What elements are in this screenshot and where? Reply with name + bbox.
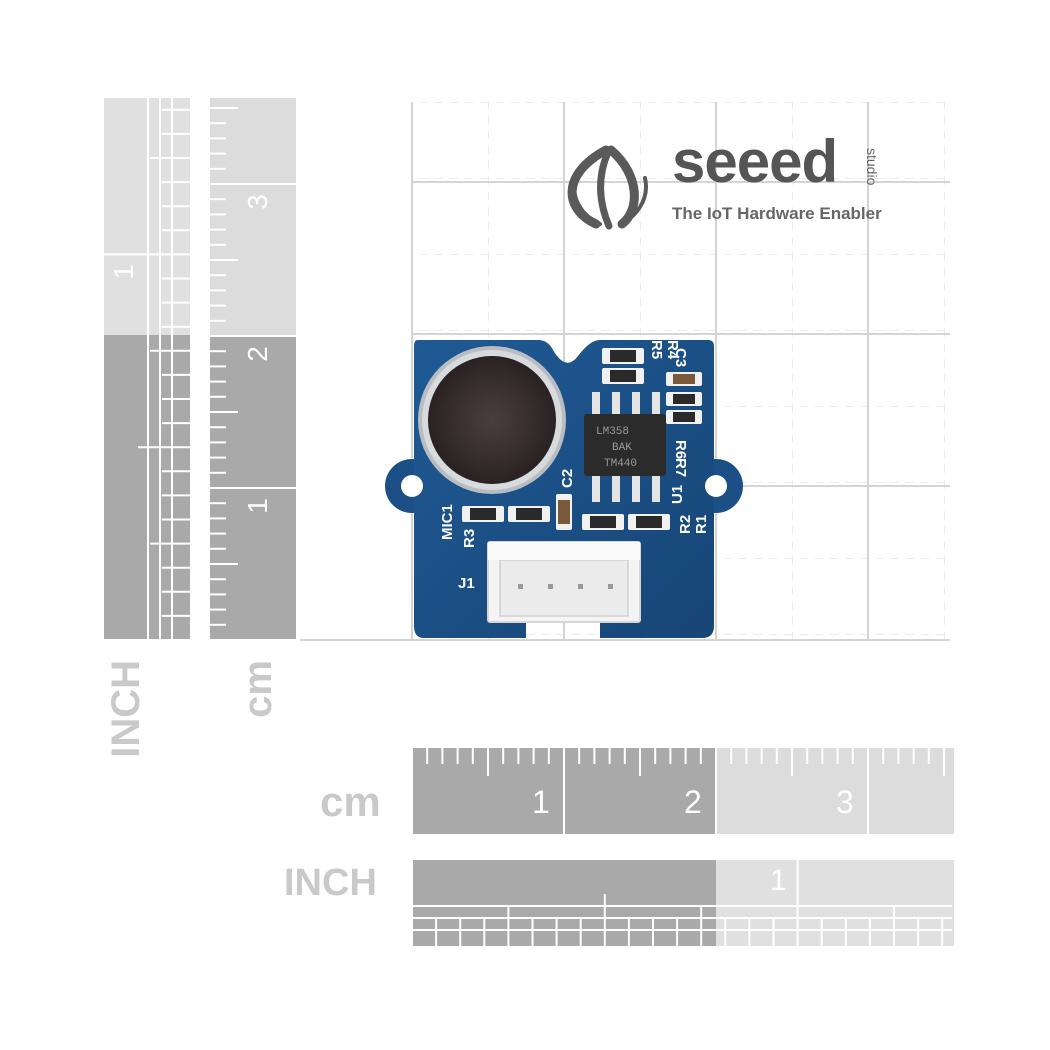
vertical-cm-number-3: 3: [241, 194, 273, 210]
brand-suffix: studio: [864, 148, 880, 186]
vertical-inch-label: INCH: [104, 660, 148, 758]
chip-text-2: BAK: [612, 442, 632, 454]
label-j1: J1: [458, 575, 475, 592]
vertical-cm-number-1: 1: [241, 498, 273, 514]
microphone: [418, 346, 566, 494]
brand-tagline: The IoT Hardware Enabler: [672, 204, 882, 223]
smd-components: [462, 348, 702, 530]
horizontal-cm-number-2: 2: [684, 784, 702, 820]
chip-text-3: TM440: [604, 458, 637, 470]
grove-connector: [487, 541, 641, 623]
brand-name: seeed: [672, 128, 838, 195]
label-mic1: MIC1: [439, 504, 456, 540]
vertical-cm-label: cm: [236, 660, 280, 718]
vertical-cm-ruler: [210, 98, 296, 641]
horizontal-inch-number: 1: [770, 864, 787, 897]
horizontal-cm-label: cm: [320, 778, 381, 825]
label-r2: R2: [677, 515, 694, 534]
horizontal-cm-number-3: 3: [836, 784, 854, 820]
seeed-logo-icon: [567, 145, 648, 230]
label-r5: R5: [648, 340, 665, 359]
horizontal-cm-ruler: [411, 748, 954, 834]
vertical-inch-ruler: [104, 98, 190, 641]
label-c3: C3: [672, 348, 689, 367]
vertical-inch-number: 1: [107, 264, 139, 280]
horizontal-inch-ruler: [411, 860, 954, 946]
label-r1: R1: [693, 515, 710, 534]
label-r7: R7: [672, 458, 689, 477]
horizontal-cm-number-1: 1: [532, 784, 550, 820]
chip-text-1: LM358: [596, 426, 629, 438]
label-r3: R3: [461, 529, 478, 548]
horizontal-inch-label: INCH: [284, 862, 377, 904]
sound-sensor-board: LM358 BAK TM440 MIC1 R3 C1 C2 J1 U1 R2 R…: [385, 340, 743, 638]
label-c2: C2: [559, 469, 576, 488]
label-r4: R4: [664, 340, 681, 360]
lm358-chip: LM358 BAK TM440: [584, 392, 666, 502]
label-u1: U1: [669, 485, 686, 504]
label-r6: R6: [672, 440, 689, 459]
vertical-cm-number-2: 2: [241, 346, 273, 362]
